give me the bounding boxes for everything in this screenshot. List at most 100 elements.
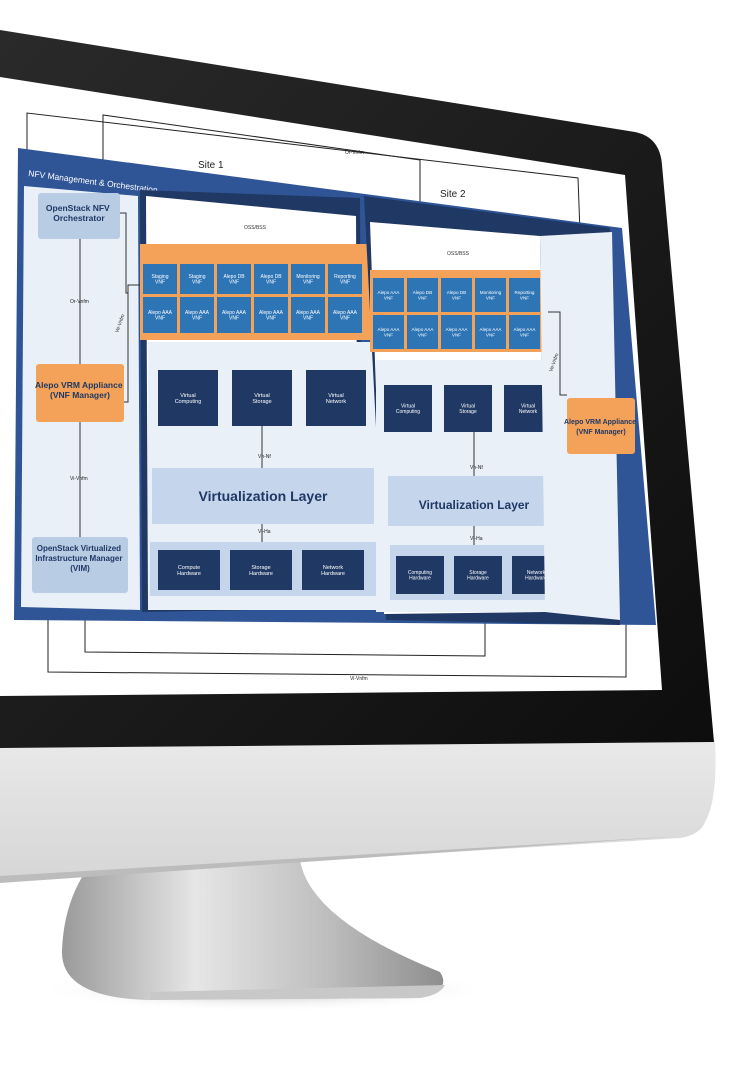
- site1-virtualization-layer: [152, 468, 374, 524]
- site1-virtual-1: [158, 370, 218, 426]
- site1-hardware-1-label-line: Compute: [178, 565, 200, 571]
- site2-hardware-3-label-line: Network: [527, 570, 546, 576]
- right-vnf-manager-line2: (VNF Manager): [576, 429, 625, 436]
- site2-vnf-b-2-label-line: VNF: [418, 332, 427, 337]
- interface-top-label: Or-Vnfm: [345, 150, 364, 156]
- site2-virtual-2-label-line: Virtual: [461, 403, 475, 409]
- orchestrator-line2: Orchestrator: [53, 213, 105, 223]
- site2-vnf-b-5-label-line: Alepo AAA: [514, 327, 537, 332]
- site1-layer-label: Virtualization Layer: [199, 488, 328, 504]
- line-loop-top: [102, 114, 421, 225]
- site2-vl-ha: Vl-Ha: [470, 536, 483, 542]
- vi-vnfm-left-label: Vi-Vnfm: [70, 476, 88, 482]
- site1-vnf-b-2-label-line: Alepo AAA: [185, 310, 210, 316]
- site2-title: Site 2: [440, 189, 466, 200]
- site1-vnf-b-3-label-line: Alepo AAA: [222, 310, 247, 316]
- vnf-manager-box: [36, 364, 124, 422]
- site2-vnf-a-5: [509, 278, 540, 312]
- vim-box: [32, 537, 128, 593]
- site2-vnf-a-5-label-line: Reporting: [515, 290, 535, 295]
- site1-oss: OSS/BSS: [244, 225, 267, 231]
- site2-vnf-b-1: [373, 315, 404, 349]
- site1-vnf-b-6-label-line: VNF: [340, 316, 350, 322]
- site1-vnf-b-4-label-line: Alepo AAA: [259, 310, 284, 316]
- site2-vnf-a-1-label-line: Alepo AAA: [378, 290, 401, 295]
- site2-virtual-3-label-line: Network: [519, 409, 538, 415]
- site1-vnf-a-4-label-line: Alepo DB: [260, 274, 282, 280]
- site1-virtual-3-label-line: Network: [326, 399, 346, 405]
- or-vnfm-left-label: Or-Vnfm: [70, 299, 89, 305]
- site1-vnf-b-4-label-line: VNF: [266, 316, 276, 322]
- site1-vnf-b-5: [291, 297, 325, 333]
- site2-vnf-b-3-label-line: VNF: [452, 332, 461, 337]
- site2-virtual-1-label-line: Virtual: [401, 403, 415, 409]
- site1-title: Site 1: [198, 160, 224, 171]
- site2-vnf-a-1-label-line: VNF: [384, 295, 393, 300]
- vnf-manager-label: Alepo VRM Appliance (VNF Manager): [35, 380, 125, 400]
- site1-vnf-a-2: [180, 264, 214, 294]
- site1-vnf-a-3: [217, 264, 251, 294]
- site1-virtual-1-label-line: Virtual: [180, 393, 196, 399]
- interface-bottom-label: Vi-Vnfm: [350, 676, 368, 682]
- site1-vnf-b-3: [217, 297, 251, 333]
- site2-layer-label: Virtualization Layer: [419, 498, 530, 512]
- site1-vnf-a-4: [254, 264, 288, 294]
- site2-vnf-a-3: [441, 278, 472, 312]
- site2-virtual-1-label-line: Computing: [396, 409, 420, 415]
- site2-vnf-b-5: [509, 315, 540, 349]
- site2-vnf-a-2: [407, 278, 438, 312]
- site2-vnf-b-5-label-line: VNF: [520, 332, 529, 337]
- site2-vnf-a-2-label-line: Alepo DB: [413, 290, 432, 295]
- site2-hardware-1-label-line: Hardware: [409, 576, 431, 582]
- site2-hardware-3-label-line: Hardware: [525, 576, 547, 582]
- vnf-manager-line1: Alepo VRM Appliance: [35, 380, 123, 390]
- site1-vnf-b-3-label-line: VNF: [229, 316, 239, 322]
- site1-hardware-2-label-line: Hardware: [249, 571, 273, 577]
- site1-vnf-b-5-label-line: VNF: [303, 316, 313, 322]
- site2-virtual-2-label-line: Storage: [459, 409, 477, 415]
- site2-vnf-b-1-label-line: Alepo AAA: [378, 327, 401, 332]
- vnf-manager-line2: (VNF Manager): [50, 390, 110, 400]
- vim-label: OpenStack Virtualized Infrastructure Man…: [35, 544, 124, 573]
- site2-virtual-3-label-line: Virtual: [521, 403, 535, 409]
- right-vnf-manager-line1: Alepo VRM Appliance: [564, 419, 636, 426]
- site1-vnf-a-5: [291, 264, 325, 294]
- site2-vnf-b-2-label-line: Alepo AAA: [412, 327, 435, 332]
- site1-vnf-b-2-label-line: VNF: [192, 316, 202, 322]
- site1-hardware-2: [230, 550, 292, 590]
- site2-vnf-b-3: [441, 315, 472, 349]
- site1-vnf-a-1: [143, 264, 177, 294]
- monitor-chin: [0, 740, 716, 880]
- site2-hardware-2: [454, 556, 502, 594]
- site2-virtual-2: [444, 385, 492, 432]
- site2-vnf-a-2-label-line: VNF: [418, 295, 427, 300]
- right-vnf-manager-label: Alepo VRM Appliance (VNF Manager): [564, 419, 638, 436]
- site1-hardware-3-label-line: Network: [323, 565, 343, 571]
- site1-virtual-2-label-line: Storage: [252, 399, 271, 405]
